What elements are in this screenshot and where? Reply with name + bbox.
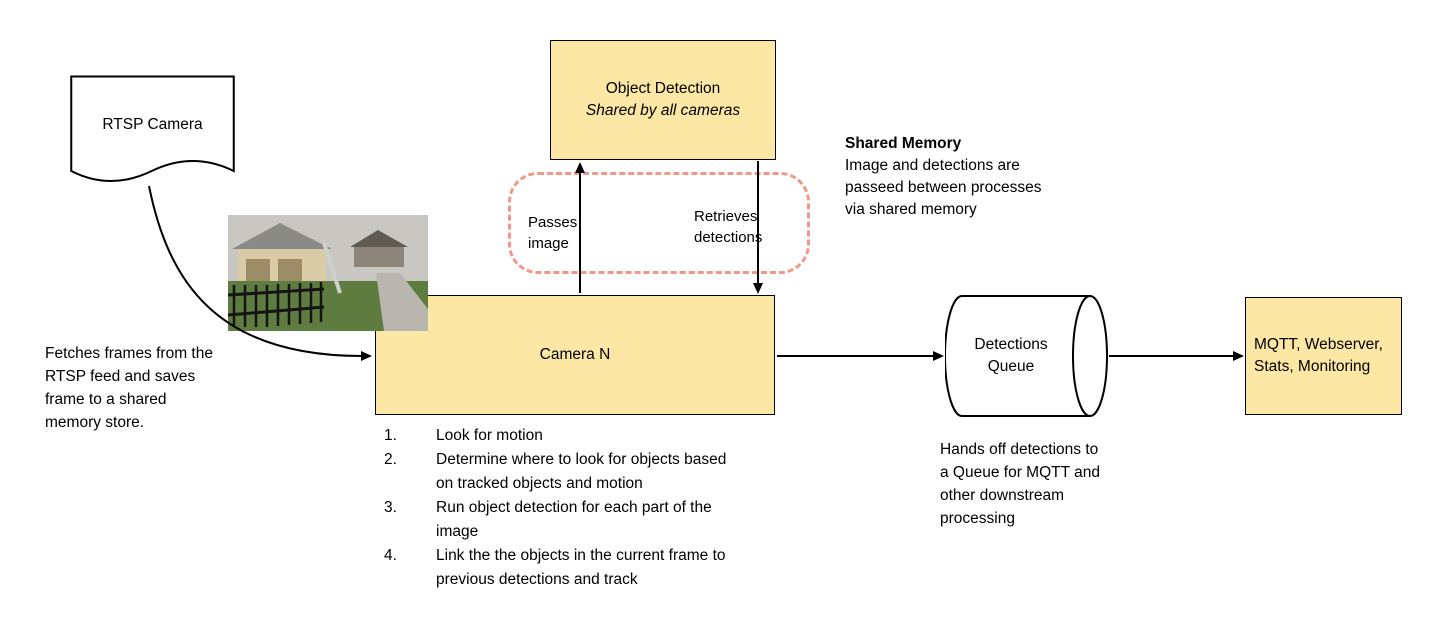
document-shape-outline <box>70 75 235 195</box>
detections-queue-shape: Detections Queue <box>945 295 1108 417</box>
mqtt-webserver-box: MQTT, Webserver, Stats, Monitoring <box>1245 297 1402 415</box>
rtsp-camera-label: RTSP Camera <box>102 116 203 133</box>
camera-n-steps-list: Look for motion Determine where to look … <box>384 424 754 592</box>
object-detection-title: Object Detection <box>605 80 721 98</box>
object-detection-box: Object Detection Shared by all cameras <box>550 40 776 160</box>
mqtt-webserver-label: MQTT, Webserver, Stats, Monitoring <box>1254 336 1383 375</box>
shared-memory-note-body: Image and detections are passeed between… <box>845 157 1042 218</box>
shared-memory-note: Shared Memory Image and detections are p… <box>845 133 1053 221</box>
shared-memory-region <box>508 172 810 274</box>
step-item-1: Look for motion <box>436 427 543 444</box>
detections-queue-label: Detections Queue <box>974 336 1048 375</box>
fetch-frames-note: Fetches frames from the RTSP feed and sa… <box>45 345 213 431</box>
queue-handoff-note: Hands off detections to a Queue for MQTT… <box>940 441 1100 527</box>
step-item-4: Link the the objects in the current fram… <box>436 547 726 588</box>
camera-frame-image <box>227 215 428 331</box>
object-detection-subtitle: Shared by all cameras <box>585 102 741 119</box>
rtsp-camera-shape: RTSP Camera <box>70 75 235 195</box>
passes-image-label: Passes image <box>528 214 578 252</box>
camera-n-label: Camera N <box>539 346 611 364</box>
shared-memory-note-title: Shared Memory <box>845 135 962 152</box>
camera-snapshot-art <box>227 215 428 331</box>
camera-n-box: Camera N <box>375 295 775 415</box>
retrieves-detections-label: Retrieves detections <box>694 208 763 246</box>
step-item-2: Determine where to look for objects base… <box>436 451 727 492</box>
step-item-3: Run object detection for each part of th… <box>436 499 712 540</box>
queue-cylinder-outline <box>945 295 1108 417</box>
